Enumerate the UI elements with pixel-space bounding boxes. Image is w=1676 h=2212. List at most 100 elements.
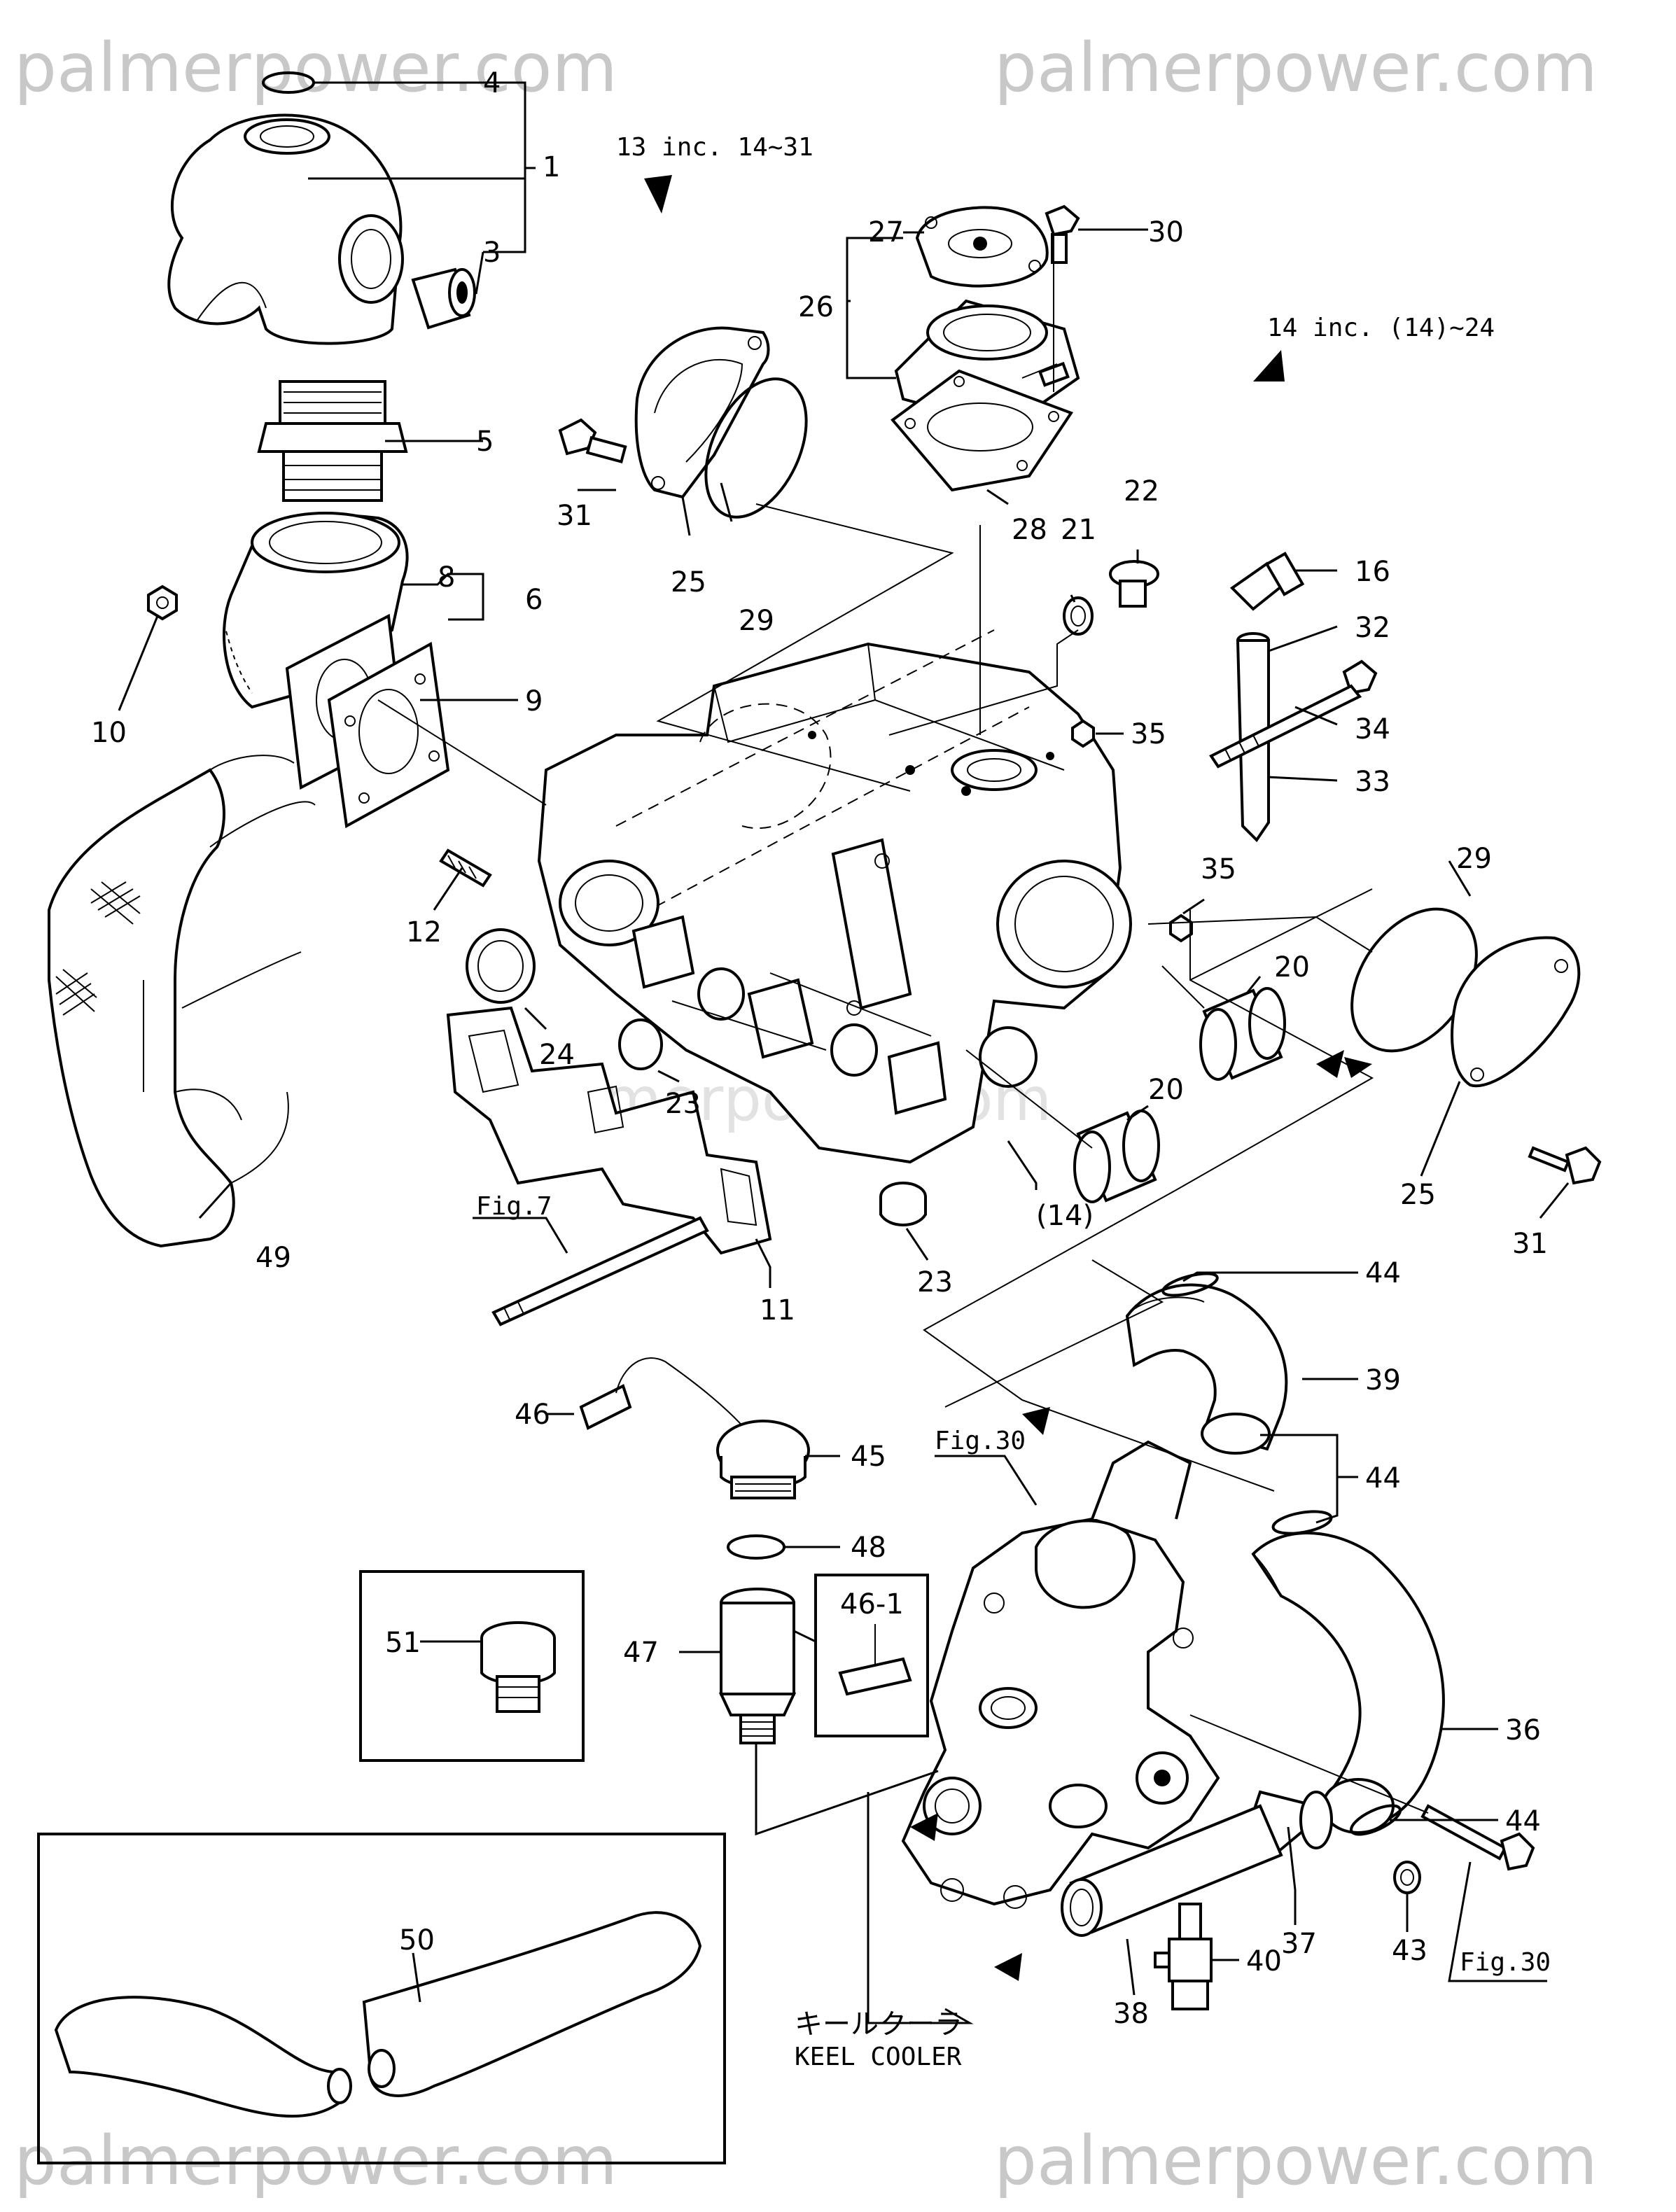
callout-35-a: 35 bbox=[1131, 718, 1166, 750]
part-35-nut-a bbox=[1071, 719, 1095, 748]
part-25-cover-top bbox=[634, 326, 770, 499]
callout-50: 50 bbox=[399, 1924, 435, 1956]
part-12-stud bbox=[439, 848, 492, 888]
callout-5: 5 bbox=[476, 426, 494, 458]
callout-6: 6 bbox=[525, 584, 543, 616]
part-45-cap bbox=[716, 1420, 810, 1499]
fig7-stud bbox=[491, 1216, 709, 1326]
callout-33: 33 bbox=[1355, 766, 1390, 798]
callout-32: 32 bbox=[1355, 612, 1390, 644]
part-1-elbow bbox=[167, 113, 404, 345]
callout-45: 45 bbox=[851, 1441, 886, 1473]
callout-8: 8 bbox=[438, 561, 455, 594]
box-46-1: 46-1 bbox=[814, 1574, 929, 1737]
part-9-gasket bbox=[327, 641, 450, 829]
fig7-label: Fig.7 bbox=[476, 1192, 552, 1221]
part-20-bushing-lower bbox=[1073, 1110, 1160, 1203]
fig30-label-b: Fig.30 bbox=[1460, 1948, 1551, 1977]
callout-31-top: 31 bbox=[557, 500, 592, 532]
part-44-clamp-a bbox=[1161, 1272, 1219, 1297]
callout-49: 49 bbox=[256, 1242, 291, 1274]
part-38-pipe bbox=[1061, 1804, 1283, 1937]
flow-arrows bbox=[910, 1050, 1372, 1981]
callout-37: 37 bbox=[1281, 1928, 1317, 1960]
part-20-bushing-upper bbox=[1199, 987, 1286, 1081]
part-36-hose bbox=[1251, 1532, 1445, 1834]
part-40-drain-cock bbox=[1154, 1903, 1213, 2010]
set-13-header: 13 inc. 14~31 bbox=[616, 133, 813, 162]
callout-24: 24 bbox=[539, 1039, 575, 1071]
watermark-bottom-left: palmerpower.com bbox=[14, 2122, 617, 2200]
callout-4: 4 bbox=[483, 67, 501, 99]
callout-26: 26 bbox=[798, 291, 834, 323]
leader-lines bbox=[118, 81, 1570, 2024]
part-29-o-ring-top bbox=[704, 377, 808, 519]
part-39-hose-bend bbox=[1125, 1283, 1288, 1455]
keel-cooler-jp: キールクーラ bbox=[795, 2008, 963, 2040]
part-26-thermostat-case bbox=[894, 234, 1080, 429]
part-23-seal-b bbox=[879, 1182, 927, 1226]
part-28-gasket bbox=[891, 369, 1074, 492]
callout-11: 11 bbox=[760, 1294, 795, 1326]
callout-27: 27 bbox=[868, 216, 904, 248]
watermark-bottom-right: palmerpower.com bbox=[994, 2122, 1598, 2200]
callout-1: 1 bbox=[543, 151, 560, 183]
part-23-seal-a bbox=[618, 1018, 663, 1070]
callout-44-b: 44 bbox=[1365, 1462, 1401, 1494]
part-10-nut bbox=[147, 584, 178, 621]
callout-21: 21 bbox=[1061, 514, 1096, 546]
callout-36: 36 bbox=[1505, 1714, 1541, 1746]
callout-51: 51 bbox=[385, 1627, 421, 1659]
callout-43: 43 bbox=[1392, 1935, 1427, 1967]
part-16-fitting bbox=[1229, 552, 1305, 611]
callout-23-b: 23 bbox=[917, 1266, 953, 1298]
callout-22: 22 bbox=[1124, 475, 1159, 507]
callout-47: 47 bbox=[623, 1637, 659, 1669]
callout-25-top: 25 bbox=[671, 566, 706, 598]
callout-30: 30 bbox=[1148, 216, 1184, 248]
part-30-bolt bbox=[1045, 204, 1080, 264]
callout-3: 3 bbox=[483, 237, 501, 269]
part-43-washer bbox=[1393, 1861, 1421, 1894]
part-34-long-bolt bbox=[1209, 659, 1378, 769]
callout-20-upper: 20 bbox=[1274, 951, 1310, 983]
part-44-clamp-c bbox=[1350, 1804, 1402, 1836]
callout-44-a: 44 bbox=[1365, 1257, 1401, 1289]
part-27-cover bbox=[915, 206, 1049, 288]
callout-28: 28 bbox=[1012, 514, 1047, 546]
set-14-header: 14 inc. (14)~24 bbox=[1267, 314, 1495, 342]
part-3-plug bbox=[411, 267, 476, 330]
callout-9: 9 bbox=[525, 685, 543, 718]
callout-34: 34 bbox=[1355, 713, 1390, 746]
part-24-seal bbox=[466, 928, 536, 1004]
part-5-nipple bbox=[257, 380, 408, 502]
part-35-nut-b bbox=[1169, 913, 1193, 943]
set-14-arrow bbox=[1253, 350, 1285, 382]
part-46-tag-chain bbox=[579, 1357, 757, 1443]
callout-40: 40 bbox=[1246, 1945, 1282, 1977]
callout-31-right: 31 bbox=[1512, 1228, 1548, 1260]
box-50 bbox=[37, 1833, 726, 2164]
callout-48: 48 bbox=[851, 1532, 886, 1564]
fig30-label-a: Fig.30 bbox=[935, 1427, 1026, 1455]
part-48-o-ring bbox=[727, 1534, 785, 1560]
callout-39: 39 bbox=[1365, 1364, 1401, 1396]
callout-10: 10 bbox=[91, 717, 127, 749]
watermark-top-left: palmerpower.com bbox=[14, 29, 617, 107]
watermark-top-right: palmerpower.com bbox=[994, 29, 1598, 107]
box-51 bbox=[359, 1570, 585, 1762]
callout-29-top: 29 bbox=[739, 605, 774, 637]
part-25-cover-right bbox=[1451, 936, 1581, 1088]
part-44-clamp-b bbox=[1271, 1510, 1333, 1535]
part-31-bolt-top bbox=[558, 418, 627, 464]
part-49-cover bbox=[48, 755, 316, 1248]
callout-20-lower: 20 bbox=[1148, 1074, 1184, 1106]
callout-29-right: 29 bbox=[1456, 843, 1492, 875]
callout-25-right: 25 bbox=[1400, 1179, 1436, 1211]
label-46-1: 46-1 bbox=[840, 1588, 904, 1620]
callout-35-b: 35 bbox=[1201, 853, 1236, 886]
set-13-arrow bbox=[644, 175, 672, 214]
callout-38: 38 bbox=[1113, 1998, 1149, 2030]
callout-12: 12 bbox=[406, 916, 442, 948]
